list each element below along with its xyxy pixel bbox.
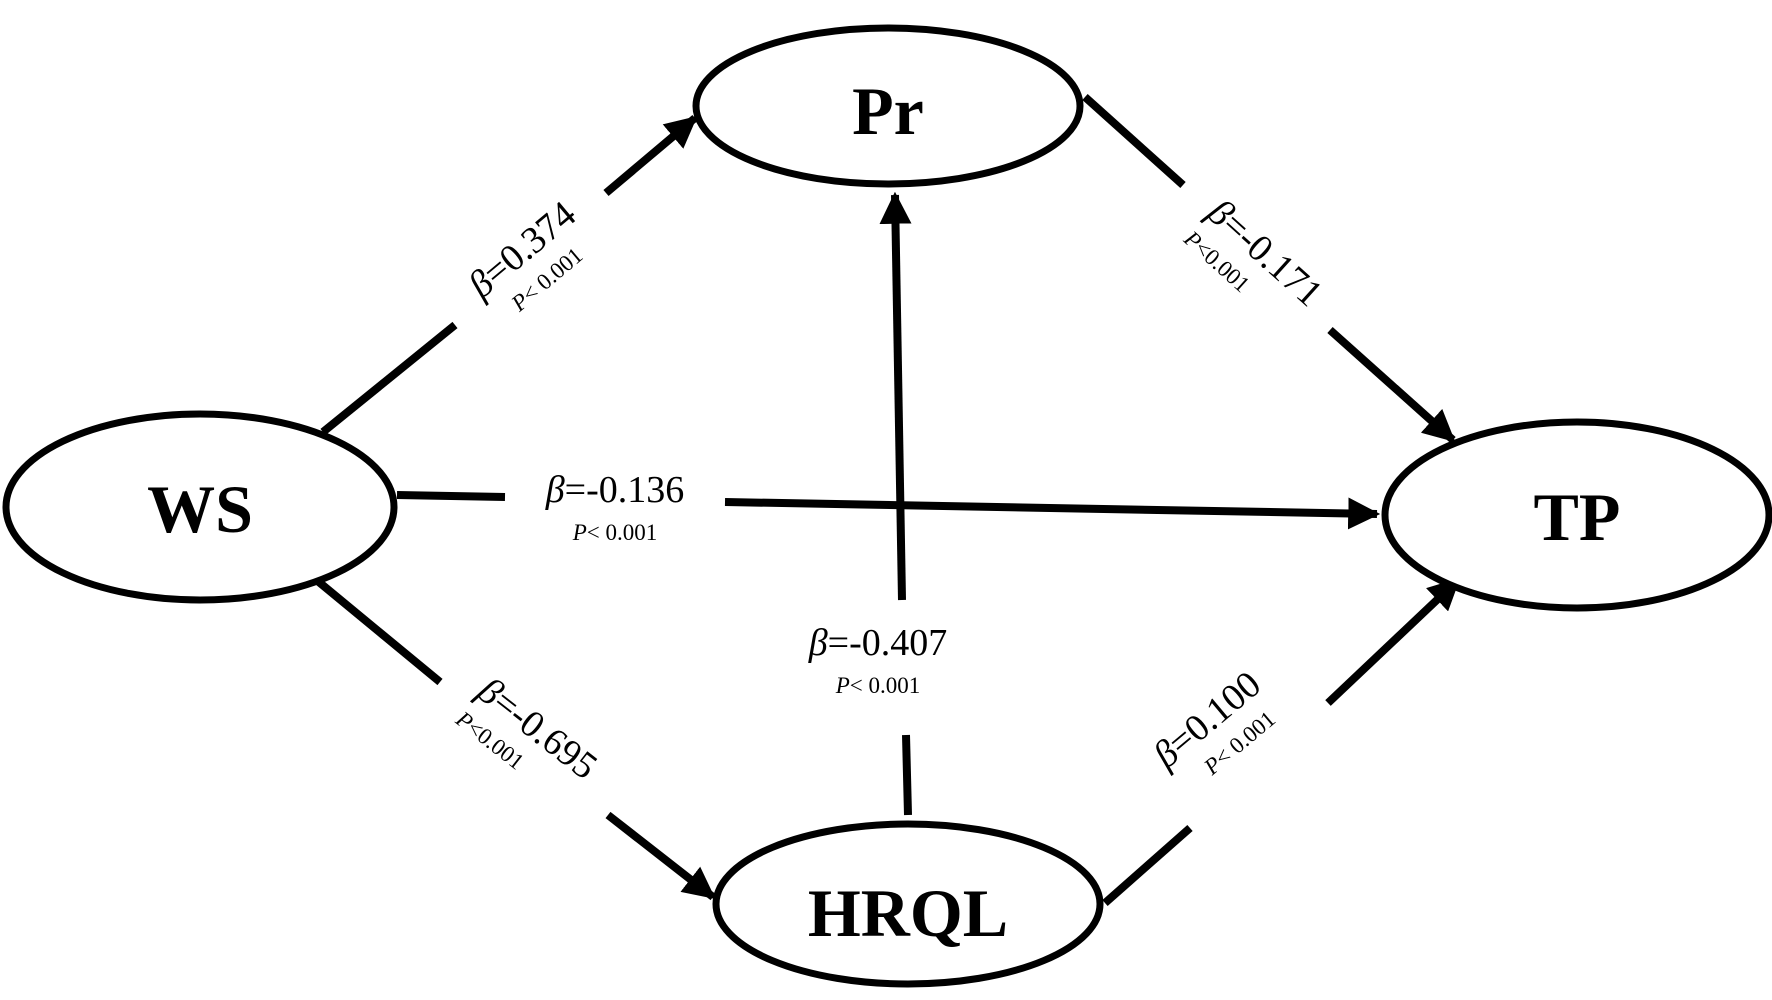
node-tp: TP bbox=[1381, 418, 1772, 612]
path-arrow-ws-pr bbox=[603, 114, 698, 197]
node-ws: WS bbox=[2, 410, 398, 604]
svg-text:P< 0.001: P< 0.001 bbox=[835, 673, 921, 698]
node-label-ws: WS bbox=[147, 471, 253, 547]
svg-text:β=-0.407: β=-0.407 bbox=[808, 622, 948, 664]
coef-ws-hrql: β=-0.695 P<0.001 bbox=[451, 669, 605, 788]
node-label-pr: Pr bbox=[852, 73, 924, 149]
coef-hrql-tp: β=0.100 P< 0.001 bbox=[1145, 663, 1280, 780]
path-arrow-hrql-pr bbox=[879, 191, 912, 601]
coef-ws-tp: β=-0.136 P< 0.001 bbox=[545, 469, 685, 545]
path-line-ws-hrql-a bbox=[311, 574, 443, 686]
path-arrow-ws-tp bbox=[724, 497, 1381, 530]
path-arrow-pr-tp bbox=[1327, 327, 1456, 443]
coef-ws-pr: β=0.374 P< 0.001 bbox=[460, 193, 588, 316]
svg-text:P< 0.001: P< 0.001 bbox=[572, 520, 658, 545]
node-label-tp: TP bbox=[1534, 479, 1621, 555]
path-line-hrql-tp-a bbox=[1102, 825, 1193, 906]
path-line-pr-tp-a bbox=[1082, 94, 1186, 188]
node-hrql: HRQL bbox=[712, 820, 1104, 988]
node-label-hrql: HRQL bbox=[808, 875, 1008, 951]
path-line-ws-tp-a bbox=[396, 491, 506, 501]
path-line-hrql-pr-a bbox=[902, 734, 912, 816]
node-pr: Pr bbox=[692, 24, 1084, 188]
path-lines bbox=[311, 94, 1461, 906]
path-arrow-hrql-tp bbox=[1325, 577, 1461, 706]
path-arrow-ws-hrql bbox=[605, 811, 716, 901]
coef-hrql-pr: β=-0.407 P< 0.001 bbox=[808, 622, 948, 698]
svg-text:β=-0.136: β=-0.136 bbox=[545, 469, 685, 511]
path-line-ws-pr-a bbox=[320, 321, 458, 436]
coef-pr-tp: β=-0.171 P<0.001 bbox=[1179, 190, 1331, 315]
